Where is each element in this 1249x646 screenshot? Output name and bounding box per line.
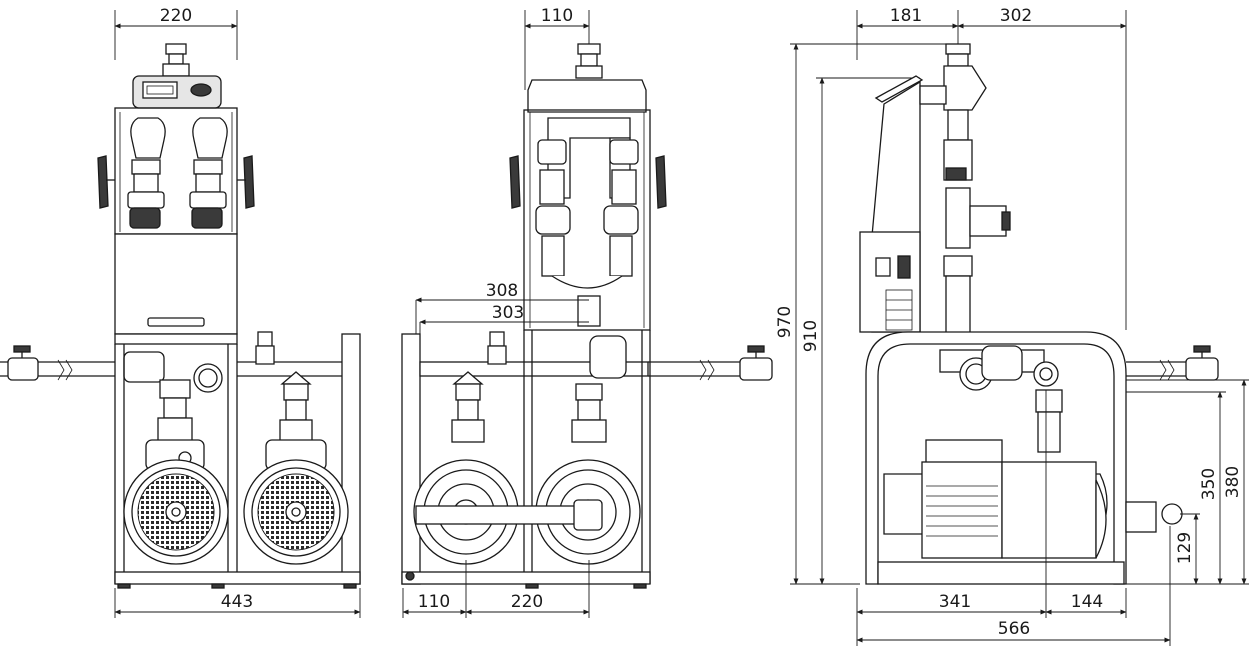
dim-middle-top-label: 110 (541, 6, 573, 26)
front-pump-left (123, 379, 229, 565)
dim-side-height-total-label: 970 (775, 306, 795, 338)
dim-front-bottom-label: 443 (221, 592, 253, 612)
middle-upper-frame (509, 79, 667, 331)
front-top-dimension: 220 (114, 6, 238, 60)
front-pump-right (243, 371, 349, 565)
front-frame (114, 344, 361, 589)
dim-side-height-outlet-label: 380 (1223, 466, 1243, 498)
dim-middle-bottom-left-label: 110 (418, 592, 450, 612)
middle-pump-left (413, 371, 519, 565)
side-frame-arch (865, 331, 1219, 585)
front-bottom-dimension: 443 (114, 588, 361, 618)
dim-side-top-left-label: 181 (890, 6, 922, 26)
middle-frame (401, 330, 651, 589)
side-height-dimensions: 970 910 (775, 43, 958, 585)
front-top-valve (162, 43, 190, 77)
front-tank-panel (114, 233, 238, 335)
middle-pump-right (535, 383, 641, 565)
front-valve-manifold (97, 107, 255, 235)
dim-side-height-suction-label: 129 (1175, 532, 1195, 564)
middle-top-valve (575, 43, 603, 79)
middle-view: 110 (401, 6, 773, 618)
side-right-dimensions: 380 350 129 (1126, 379, 1249, 585)
front-control-box (125, 75, 230, 109)
side-top-dimensions: 181 302 (856, 6, 1127, 330)
side-pump-motor (877, 389, 1183, 585)
dim-side-top-right-label: 302 (1000, 6, 1032, 26)
front-view: 220 (0, 6, 361, 618)
side-control-box (859, 75, 924, 333)
dim-side-bottom-total-label: 566 (998, 619, 1030, 639)
middle-top-dimension: 110 (524, 6, 590, 90)
dim-front-top-label: 220 (160, 6, 192, 26)
middle-bottom-dimensions: 110 220 (402, 560, 590, 618)
middle-suction-pipe (415, 499, 603, 531)
dim-middle-reach-inner-label: 303 (492, 303, 524, 323)
dim-middle-reach-outer-label: 308 (486, 281, 518, 301)
side-discharge-column (919, 43, 1011, 337)
side-bottom-dimensions: 341 144 566 (856, 390, 1171, 646)
middle-reach-dimensions: 308 303 (415, 281, 589, 334)
dim-side-bottom-right-label: 144 (1071, 592, 1103, 612)
dim-side-height-frame-label: 910 (801, 320, 821, 352)
side-view: 181 302 970 910 (775, 6, 1249, 646)
dim-middle-bottom-right-label: 220 (511, 592, 543, 612)
dim-side-height-inlet-label: 350 (1199, 468, 1219, 500)
dim-side-bottom-left-label: 341 (939, 592, 971, 612)
